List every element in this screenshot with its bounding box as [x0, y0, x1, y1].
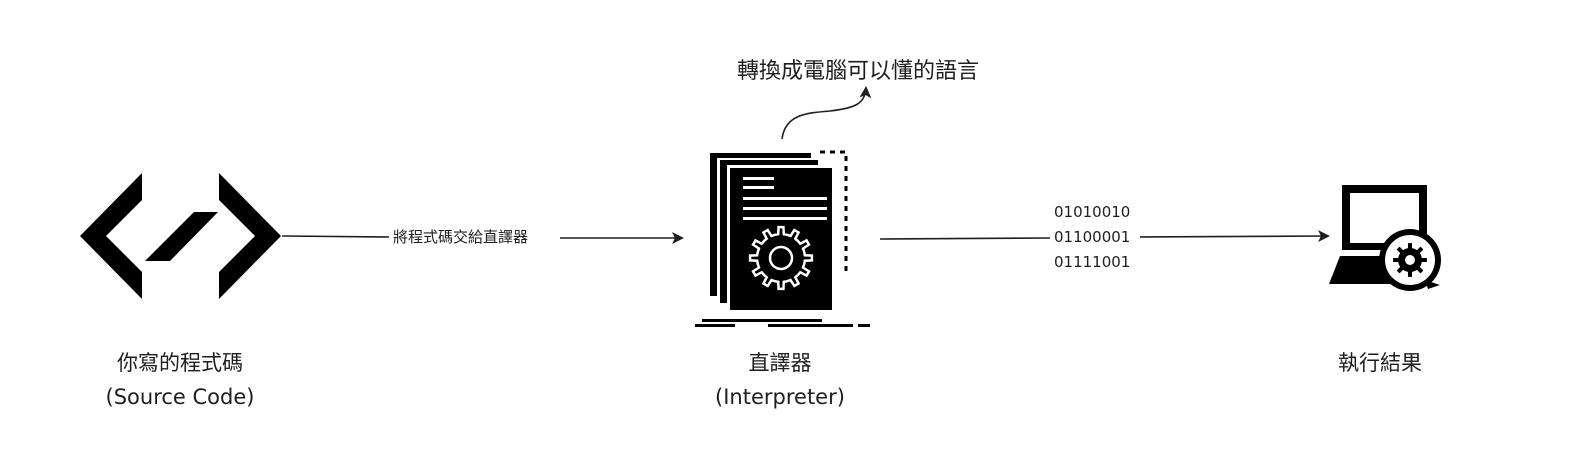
arrow-source-to-interpreter — [281, 232, 684, 244]
binary-output: 01010010 01100001 01111001 — [1050, 200, 1135, 275]
left-bracket — [80, 173, 142, 299]
gear-outline — [748, 225, 814, 291]
node-label-source: 你寫的程式碼 (Source Code) — [60, 346, 300, 414]
laptop-gear-icon — [1329, 185, 1441, 291]
binary-line: 01010010 — [1054, 203, 1131, 221]
page-front — [730, 168, 832, 310]
edge-label-handoff: 將程式碼交給直譯器 — [389, 227, 533, 247]
node-subtitle: (Interpreter) — [715, 385, 845, 409]
gear-hub — [768, 245, 794, 271]
node-title: 你寫的程式碼 — [117, 351, 243, 375]
arrow-interpreter-to-result — [879, 230, 1330, 243]
annotation-arrow — [781, 86, 872, 140]
page-back — [715, 153, 811, 158]
document-gear-icon — [695, 150, 870, 327]
binary-line: 01100001 — [1054, 228, 1131, 246]
code-brackets-icon — [80, 173, 281, 299]
base-line — [702, 319, 822, 322]
node-label-result: 執行結果 — [1310, 346, 1450, 380]
right-bracket — [219, 173, 281, 299]
gear-icon — [1393, 243, 1427, 277]
binary-line: 01111001 — [1054, 253, 1131, 271]
node-title: 直譯器 — [748, 351, 812, 375]
page-middle — [720, 160, 818, 165]
slash — [145, 212, 218, 261]
node-title: 執行結果 — [1338, 351, 1422, 375]
node-label-interpreter: 直譯器 (Interpreter) — [680, 346, 880, 414]
gear-hub — [1405, 255, 1415, 265]
gear-icon — [748, 225, 814, 291]
node-subtitle: (Source Code) — [105, 385, 255, 409]
annotation-text: 轉換成電腦可以懂的語言 — [737, 59, 980, 84]
